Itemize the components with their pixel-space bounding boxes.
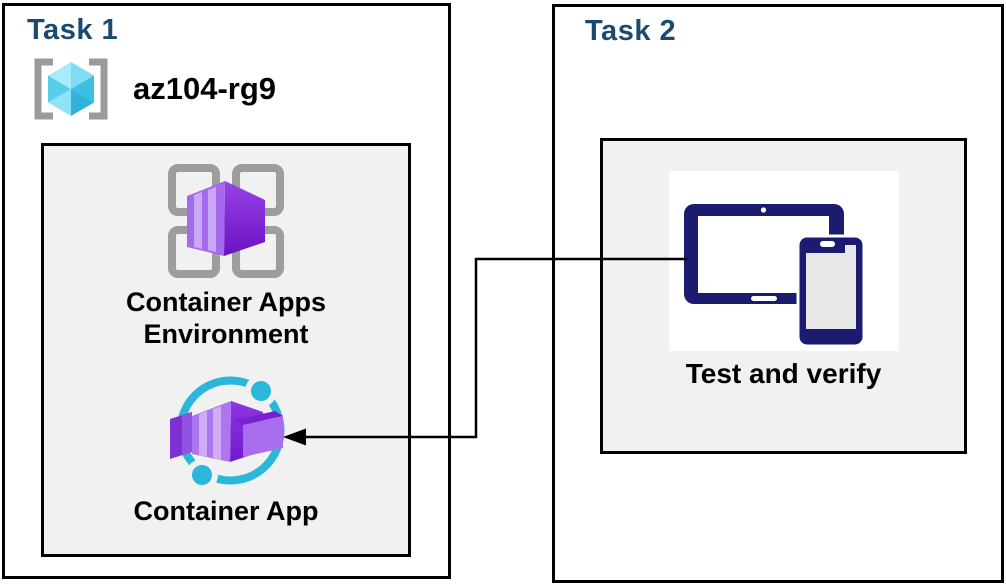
tablet-phone-icon [683, 204, 865, 348]
container-apps-environment-box: Container Apps Environment [41, 143, 411, 557]
azure-resource-group-icon [34, 58, 108, 120]
resource-group-row: az104-rg9 [29, 58, 276, 120]
task1-title: Task 1 [27, 14, 119, 46]
task1-panel: Task 1 az104-rg9 [2, 3, 451, 579]
resource-group-name: az104-rg9 [133, 71, 277, 106]
container-app-label: Container App [133, 495, 319, 526]
container-app-icon [170, 374, 285, 491]
container-apps-environment-label: Container Apps Environment [125, 287, 326, 350]
test-and-verify-label: Test and verify [685, 358, 882, 389]
test-and-verify-box: Test and verify [600, 138, 967, 454]
task2-title: Task 2 [585, 15, 677, 47]
task2-panel: Task 2 Test and verify [552, 4, 1004, 583]
devices-icon-plate [668, 171, 899, 351]
container-apps-environment-icon [168, 164, 284, 278]
